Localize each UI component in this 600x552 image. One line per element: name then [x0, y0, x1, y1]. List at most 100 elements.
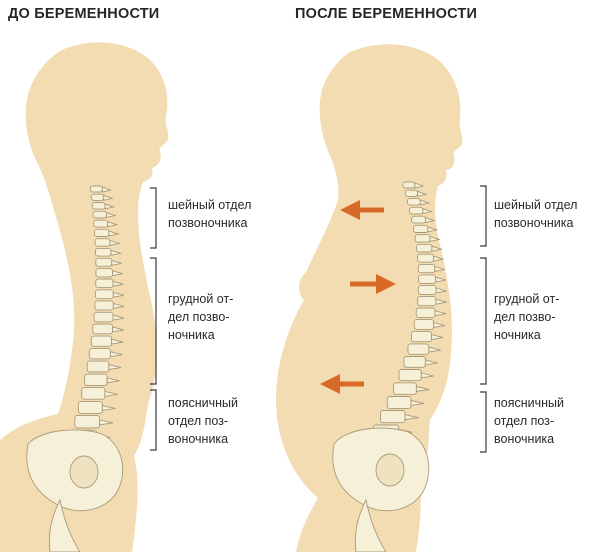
vertebra-process: [420, 372, 434, 379]
vertebra: [88, 347, 111, 360]
body-silhouette-after: [276, 44, 463, 552]
vertebra: [90, 335, 113, 347]
vertebra: [95, 268, 113, 278]
vertebra: [93, 311, 114, 323]
brackets-before: [150, 187, 157, 451]
vertebra-process: [108, 230, 120, 237]
vertebra-process: [404, 414, 419, 421]
vertebra-process: [112, 280, 124, 287]
vertebra: [410, 331, 433, 343]
vertebra: [409, 206, 424, 215]
vertebra: [407, 343, 430, 355]
label-cervical-after: шейный отдел позвоночника: [494, 198, 578, 230]
vertebra-process: [415, 385, 430, 393]
vertebra-process: [434, 265, 445, 273]
vertebra: [94, 238, 111, 247]
vertebra: [402, 181, 416, 189]
bracket-cervical-before: [150, 187, 157, 249]
bracket-cervical-after: [480, 185, 487, 247]
vertebra-process: [422, 207, 434, 215]
vertebra: [91, 202, 106, 210]
vertebra-process: [431, 245, 444, 252]
vertebra-process: [435, 298, 447, 305]
vertebra-process: [419, 199, 431, 206]
bracket-thoracic-after: [480, 257, 487, 385]
vertebra-process: [109, 351, 123, 358]
vertebra: [403, 356, 426, 368]
vertebra-process: [434, 310, 447, 317]
vertebra: [417, 296, 437, 307]
vertebra: [95, 257, 113, 267]
vertebra: [404, 189, 419, 197]
vertebra: [93, 219, 109, 228]
vertebra-process: [112, 270, 123, 277]
vertebra-process: [110, 249, 123, 256]
brackets-after: [480, 185, 487, 453]
vertebra-process: [433, 321, 446, 329]
vertebra: [92, 323, 113, 335]
vertebra: [94, 300, 114, 311]
vertebra: [415, 307, 436, 318]
vertebra: [406, 198, 421, 206]
vertebra-process: [103, 194, 114, 201]
label-thoracic-after: грудной от- дел позво- ночника: [494, 292, 560, 342]
vertebra-process: [104, 390, 118, 397]
vertebra: [84, 373, 108, 386]
vertebra-process: [111, 338, 124, 345]
spine-after: [332, 181, 447, 552]
vertebra: [89, 185, 103, 193]
vertebra: [95, 278, 114, 289]
vertebra-process: [106, 377, 120, 384]
vertebra-process: [104, 203, 116, 210]
vertebra-process: [417, 190, 428, 197]
vertebra-process: [112, 326, 124, 333]
vertebra-process: [431, 334, 444, 341]
vertebra: [74, 415, 101, 429]
vertebra: [398, 369, 422, 382]
bracket-lumbar-before: [150, 389, 157, 451]
vertebra: [417, 263, 436, 274]
bracket-lumbar-after: [480, 391, 487, 453]
vertebra-process: [101, 404, 116, 411]
vertebra: [413, 224, 429, 233]
vertebra: [413, 319, 435, 330]
vertebra: [77, 400, 103, 414]
vertebra-process: [107, 221, 119, 228]
vertebra: [81, 387, 106, 400]
vertebra-process: [414, 182, 425, 189]
vertebra: [380, 410, 406, 424]
label-cervical-before: шейный отдел позвоночника: [168, 198, 252, 230]
vertebra: [92, 210, 107, 219]
posture-arrows: [320, 200, 396, 394]
vertebra: [417, 285, 437, 295]
vertebra-process: [109, 239, 121, 247]
vertebra-process: [112, 291, 124, 298]
vertebra-process: [410, 399, 425, 406]
vertebra-process: [427, 226, 439, 233]
vertebra: [95, 289, 114, 300]
vertebra: [94, 228, 110, 237]
title-before-pregnancy: ДО БЕРЕМЕННОСТИ: [8, 6, 160, 22]
vertebra: [414, 234, 431, 243]
vertebra-process: [101, 186, 112, 193]
vertebra-process: [424, 216, 436, 224]
label-thoracic-before: грудной от- дел позво- ночника: [168, 292, 234, 342]
body-silhouette-before: [0, 42, 169, 552]
vertebra: [392, 382, 417, 395]
vertebra: [386, 396, 412, 409]
spine-before: [26, 185, 125, 552]
vertebra-process: [112, 302, 125, 310]
vertebra: [416, 243, 433, 253]
vertebra: [95, 247, 112, 257]
vertebra-process: [111, 259, 122, 266]
label-lumbar-before: поясничный отдел поз- воночника: [168, 396, 239, 446]
vertebra: [411, 215, 426, 224]
vertebra-process: [428, 346, 441, 353]
vertebra-process: [435, 276, 446, 283]
vertebra-process: [112, 314, 125, 321]
vertebra-process: [429, 235, 441, 242]
vertebra: [86, 360, 110, 373]
bracket-thoracic-before: [150, 257, 157, 385]
